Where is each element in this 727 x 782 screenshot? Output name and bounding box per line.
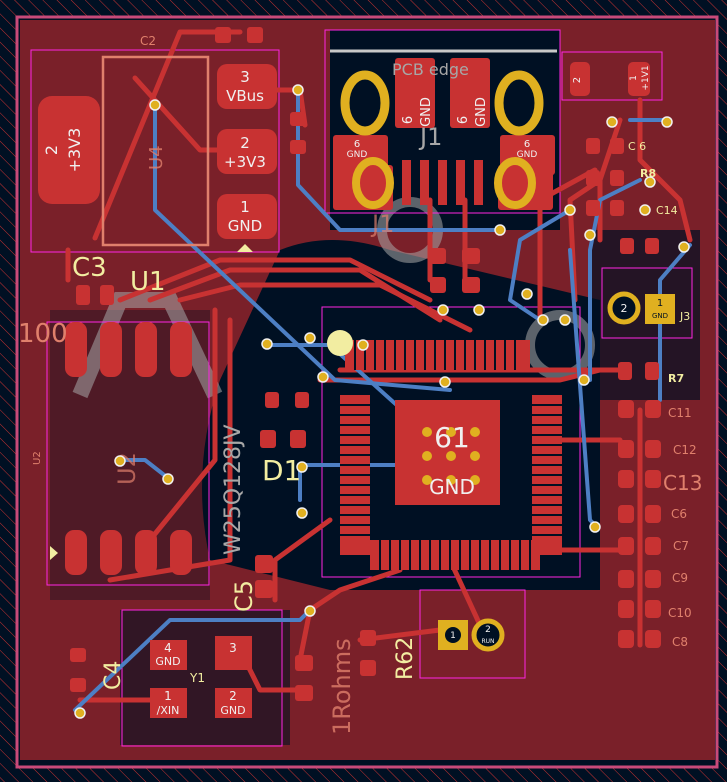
c3-ref: C3 (72, 253, 107, 283)
pad-label: 1 (164, 689, 172, 703)
y1-crystal[interactable]: 4 GND 3 1 /XIN 2 GND Y1 (150, 636, 252, 718)
c5-ref: C5 (230, 580, 258, 612)
j1-usb-connector[interactable]: 6 GND 6 GND PCB edge 6 GND 6 GND J1 J1 (330, 49, 557, 238)
c9-ref: C9 (672, 571, 688, 585)
pad-label: 2 (572, 77, 583, 83)
board-outline (15, 15, 719, 769)
pad-label: GND (228, 217, 262, 235)
pad-label: GND (652, 312, 668, 320)
c7-ref: C7 (673, 539, 689, 553)
u4-ref: U4 (146, 145, 167, 170)
pad-label: 2 (240, 134, 250, 152)
u4-pad-1[interactable] (217, 194, 277, 239)
r7-ref: R7 (668, 372, 684, 385)
c13-ref: C13 (663, 471, 702, 495)
y1-courtyard (121, 609, 283, 747)
c8-ref: C8 (672, 635, 688, 649)
c10-ref: C10 (668, 606, 692, 620)
j3-ref: J3 (679, 310, 690, 323)
j1-fab-ref: J1 (418, 123, 442, 151)
u4-pad-2[interactable] (217, 129, 277, 174)
c16-ref: C 6 (628, 140, 646, 153)
u4-courtyard (30, 49, 280, 253)
r3-value: 1Rohms (328, 638, 356, 735)
u4-pad-tab[interactable] (38, 96, 100, 204)
pad-label: GND (155, 655, 180, 668)
mcu-pad-net: GND (429, 475, 475, 499)
vias (74, 84, 690, 719)
u2-value: W25Q128JV (221, 424, 246, 555)
j2-run-header[interactable]: 1 2 RUN (438, 618, 505, 652)
pad-label: 4 (164, 641, 172, 655)
pad-label: 1 (629, 75, 639, 81)
c3-value: 100 (18, 319, 68, 349)
pad-label: /XIN (157, 704, 180, 717)
c12-ref: C12 (673, 443, 697, 457)
pad-label: 2 (621, 302, 628, 315)
capacitor-column: C11 C12 C13 C6 C7 C9 C10 C8 (618, 400, 702, 649)
pad-label: GND (474, 97, 489, 127)
pad-label: +1V1 (641, 65, 651, 90)
pad-label: 2 (485, 625, 491, 635)
pad-label: RUN (481, 638, 494, 645)
c11-ref: C11 (668, 406, 692, 420)
pad-label: 3 (240, 68, 250, 86)
c2-ref: C2 (140, 34, 156, 48)
u4-pad-tab-net: +3V3 (65, 128, 84, 173)
u2-flash[interactable]: U2 U2 W25Q128JV (32, 322, 246, 575)
y1-ref: Y1 (189, 671, 205, 685)
j1-ref: J1 (370, 210, 394, 238)
pad-label: 3 (229, 641, 237, 655)
j3-connector[interactable]: 2 1 GND J3 (607, 291, 690, 325)
c6-ref: C6 (671, 507, 687, 521)
pad-label: GND (517, 150, 538, 160)
u4-pad-tab-num: 2 (42, 145, 61, 155)
r6-ref: R62 (393, 637, 418, 680)
pad-label: 6 (354, 139, 360, 150)
pcb-edge-label: PCB edge (392, 60, 469, 79)
pad-label: GND (347, 150, 368, 160)
pad-label: 1 (240, 198, 250, 216)
c4-ref: C4 (101, 661, 126, 690)
pad-label: GND (220, 704, 245, 717)
pad-label: VBus (226, 87, 264, 105)
led-component[interactable]: 2 1 +1V1 (570, 62, 651, 96)
u2-ref: U2 (32, 451, 43, 465)
u1-ref: U1 (130, 267, 166, 297)
pad-label: 6 (524, 139, 530, 150)
pad-label: 1 (657, 298, 663, 309)
pad-label: 2 (229, 689, 237, 703)
mcu-pad-number: 61 (434, 421, 470, 454)
pad-label: 1 (450, 631, 456, 641)
c14-ref: C14 (656, 204, 678, 217)
j1-courtyard (324, 29, 561, 214)
pad-label: 6 (401, 116, 416, 124)
pad-label: 6 (456, 116, 471, 124)
u4-regulator[interactable]: +3V3 2 U4 3 VBus 2 +3V3 1 GND (38, 55, 277, 252)
u4-pad-3[interactable] (217, 64, 277, 109)
d1-ref: D1 (262, 454, 301, 487)
pad-label: +3V3 (224, 153, 266, 171)
pad-label: GND (419, 97, 434, 127)
